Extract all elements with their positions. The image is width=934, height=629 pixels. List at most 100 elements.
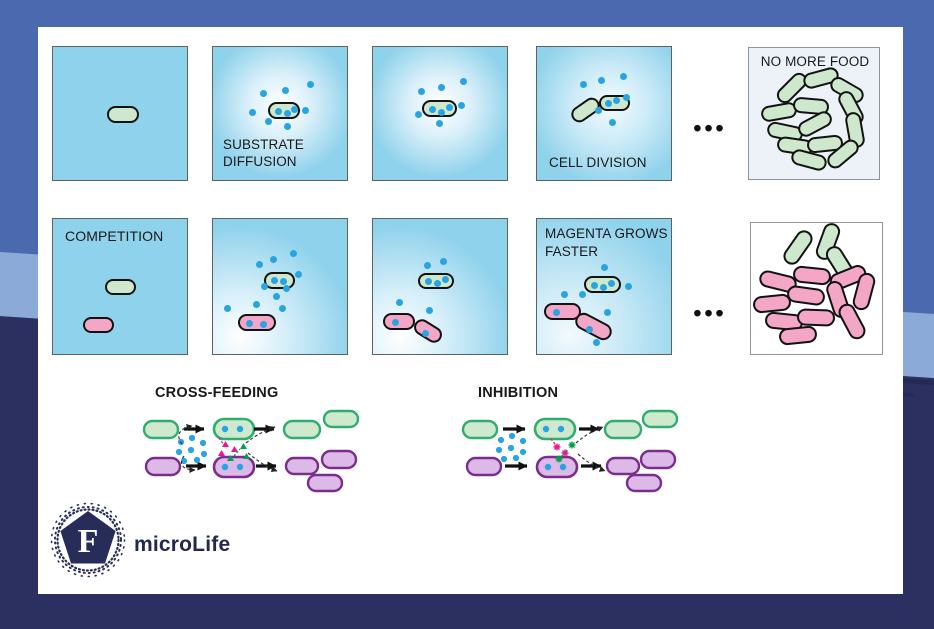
panel-initial-cell — [52, 46, 188, 181]
substrate-dot — [425, 278, 432, 285]
substrate-dot — [440, 258, 447, 265]
substrate-dot — [586, 326, 593, 333]
panel-magenta-grows-faster: MAGENTA GROWS FASTER — [536, 218, 672, 355]
microlife-logo-icon: F — [50, 502, 126, 578]
inhibition-cells — [461, 409, 679, 493]
inhibition-arrows — [503, 424, 602, 471]
substrate-dot — [460, 78, 467, 85]
bacterium-capsule — [107, 106, 139, 123]
substrate-dot — [392, 319, 399, 326]
metabolite-triangles — [218, 437, 250, 461]
substrate-dot — [265, 118, 272, 125]
substrate-dot — [609, 119, 616, 126]
substrate-dot — [613, 97, 620, 104]
substrate-dot — [580, 81, 587, 88]
panel-competition-division — [372, 218, 508, 355]
bacterium-capsule — [83, 317, 114, 333]
substrate-dot — [446, 104, 453, 111]
substrate-dot — [595, 107, 602, 114]
substrate-dot — [302, 107, 309, 114]
substrate-dot — [429, 106, 436, 113]
substrate-dot — [246, 320, 253, 327]
panel-label: SUBSTRATE DIFFUSION — [223, 136, 304, 170]
substrate-dot — [396, 299, 403, 306]
substrate-dot — [280, 278, 287, 285]
bacterium-capsule — [105, 279, 136, 295]
substrate-dot — [260, 321, 267, 328]
substrate-dot — [623, 94, 630, 101]
substrate-dot — [282, 87, 289, 94]
panel-label: NO MORE FOOD — [760, 54, 870, 69]
logo-letter: F — [78, 523, 99, 560]
substrate-dot — [438, 84, 445, 91]
substrate-dot — [249, 109, 256, 116]
crossfeed-cells — [142, 409, 360, 493]
panel-substrate-diffusion: SUBSTRATE DIFFUSION — [212, 46, 348, 181]
substrate-dot — [608, 280, 615, 287]
substrate-dot — [625, 283, 632, 290]
substrate-dot — [275, 108, 282, 115]
substrate-dot — [605, 100, 612, 107]
substrate-dot — [591, 282, 598, 289]
bacterium-capsule — [752, 293, 792, 314]
substrate-dot — [307, 81, 314, 88]
ellipsis: ••• — [693, 300, 727, 326]
substrate-dot — [620, 73, 627, 80]
figure-card: SUBSTRATE DIFFUSION CE — [38, 27, 903, 594]
substrate-dot — [256, 261, 263, 268]
panel-final-population — [750, 222, 883, 355]
substrate-dot — [224, 305, 231, 312]
substrate-dot — [553, 309, 560, 316]
substrate-dot — [284, 123, 291, 130]
cross-feeding-title: CROSS-FEEDING — [155, 385, 279, 401]
panel-substrate-uptake — [372, 46, 508, 181]
substrate-dot — [418, 88, 425, 95]
substrate-dot — [415, 111, 422, 118]
substrate-dot — [291, 106, 298, 113]
substrate-dot — [270, 256, 277, 263]
substrate-dot — [438, 109, 445, 116]
ellipsis: ••• — [693, 115, 727, 141]
pentagon — [60, 511, 116, 564]
uptake-dashed-arrows — [178, 423, 278, 473]
inhibitor-asterisks — [550, 438, 576, 463]
substrate-dot — [284, 110, 291, 117]
bacterium-capsule — [792, 265, 832, 286]
inhibition-title: INHIBITION — [478, 385, 559, 401]
substrate-dot — [601, 264, 608, 271]
bacterium-capsule — [778, 325, 818, 346]
substrate-dots — [175, 425, 244, 471]
panel-competition: COMPETITION — [52, 218, 188, 355]
substrate-dot — [283, 285, 290, 292]
bacterium-capsule — [264, 272, 295, 289]
cross-feeding-diagram — [142, 409, 360, 493]
substrate-dot — [604, 309, 611, 316]
substrate-dot — [279, 305, 286, 312]
substrate-dot — [561, 291, 568, 298]
panel-label: CELL DIVISION — [549, 155, 647, 171]
substrate-dot — [424, 262, 431, 269]
substrate-dot — [593, 339, 600, 346]
panel-no-more-food: NO MORE FOOD — [748, 47, 880, 180]
panel-label: MAGENTA GROWS FASTER — [545, 226, 668, 259]
substrate-dot — [436, 120, 443, 127]
substrate-dot — [598, 77, 605, 84]
bacterium-capsule — [544, 303, 581, 320]
uptake-dashed-arrows — [575, 426, 606, 472]
substrate-dot — [273, 293, 280, 300]
substrate-dot — [458, 102, 465, 109]
bacterium-capsule — [796, 308, 836, 327]
panel-competition-diffusion — [212, 218, 348, 355]
bacterium-capsule — [780, 227, 816, 268]
substrate-dot — [290, 250, 297, 257]
substrate-dot — [260, 90, 267, 97]
substrate-dot — [442, 276, 449, 283]
substrate-dot — [271, 277, 278, 284]
substrate-dot — [261, 283, 268, 290]
inhibition-diagram — [461, 409, 679, 493]
bacterium-capsule — [786, 284, 826, 307]
substrate-dot — [434, 280, 441, 287]
microlife-logo-text: microLife — [134, 533, 231, 556]
substrate-dot — [579, 291, 586, 298]
